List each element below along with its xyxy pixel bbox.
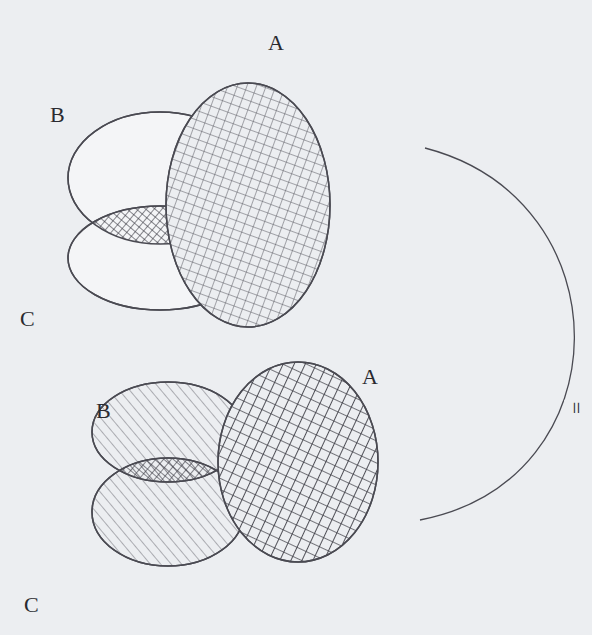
set-label: C — [20, 308, 35, 330]
set-label: A — [268, 32, 284, 54]
equals-sign: = — [564, 400, 588, 416]
set-label: C — [24, 594, 39, 616]
set-label: A — [362, 366, 378, 388]
set-label: B — [96, 400, 111, 422]
bracket-line — [420, 148, 574, 520]
set-label: B — [50, 104, 65, 126]
